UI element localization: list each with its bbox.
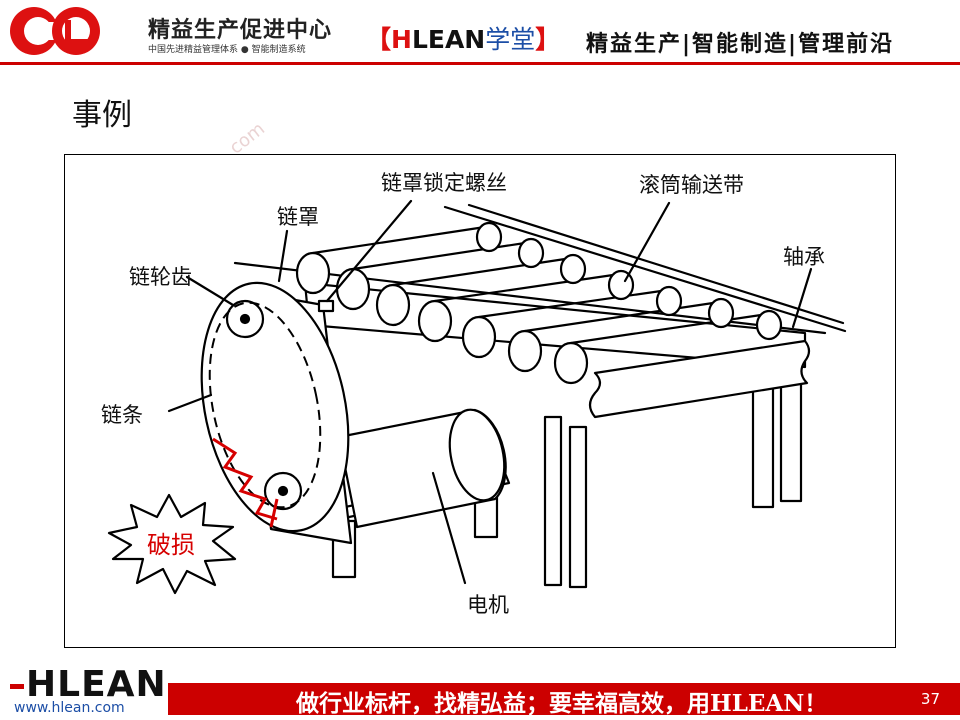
roller-top-line	[433, 273, 615, 303]
chain-loop	[208, 301, 322, 509]
roller-top-line	[523, 301, 715, 333]
academy-lean: LEAN	[411, 25, 486, 54]
table-leg	[779, 369, 803, 503]
academy-bracket-close: 】	[535, 25, 561, 54]
leader-bearing	[791, 267, 813, 329]
conveyor-diagram: 链罩锁定螺丝 滚筒输送带 链罩 轴承 链轮齿 链条 破损 电机	[64, 154, 896, 648]
conveyor-beam-front	[588, 339, 811, 419]
roller	[507, 329, 543, 373]
academy-title: 【HLEAN学堂】	[366, 20, 560, 56]
roller-end	[755, 309, 783, 341]
leader-chain-cover	[277, 229, 289, 283]
table-leg	[568, 425, 588, 589]
org-subtitle: 中国先进精益管理体系 ● 智能制造系统	[148, 45, 306, 55]
label-motor: 电机	[467, 593, 509, 617]
cover-bolt	[317, 299, 335, 313]
roller-end	[655, 285, 683, 317]
org-name: 精益生产促进中心	[148, 18, 333, 43]
hlean-logo-icon	[10, 7, 100, 55]
label-sprocket: 链轮齿	[129, 265, 192, 289]
label-chain: 链条	[101, 403, 143, 427]
table-leg	[751, 375, 775, 509]
header-divider	[0, 62, 960, 65]
leader-sprocket	[185, 275, 235, 307]
roller-end	[559, 253, 587, 285]
slide-title: 事例	[72, 98, 132, 133]
leader-bolt	[325, 199, 413, 303]
page-number: 37	[920, 690, 940, 708]
conveyor-rail	[443, 205, 847, 333]
footer-slogan: 做行业标杆，找精弘益；要幸福高效，用HLEAN！	[296, 690, 828, 717]
logo-dash-icon	[10, 683, 24, 689]
label-roller-conveyor: 滚筒输送带	[639, 173, 744, 197]
roller	[375, 283, 411, 327]
footer-logo-rest: LEAN	[57, 664, 167, 705]
roller-end	[475, 221, 503, 253]
roller	[335, 267, 371, 311]
roller-top-line	[351, 241, 527, 271]
leader-motor	[431, 471, 467, 585]
label-chain-cover-bolt: 链罩锁定螺丝	[381, 171, 507, 195]
label-chain-cover: 链罩	[277, 205, 319, 229]
header-tagline: 精益生产|智能制造|管理前沿	[586, 32, 895, 57]
roller-end	[517, 237, 545, 269]
footer-logo: HLEAN	[8, 664, 167, 705]
broken-chain	[212, 437, 278, 521]
watermark: com	[225, 118, 269, 159]
leader-chain	[167, 393, 213, 413]
roller-end	[707, 297, 735, 329]
academy-xuetang: 学堂	[485, 25, 536, 54]
roller	[295, 251, 331, 295]
sprocket-top-hub	[239, 313, 251, 325]
conveyor-illustration	[107, 199, 847, 595]
label-bearing: 轴承	[783, 245, 825, 269]
academy-bracket-open: 【	[366, 25, 392, 54]
roller	[417, 299, 453, 343]
motor-end	[448, 408, 506, 502]
academy-h: H	[391, 25, 412, 54]
roller-top-line	[477, 289, 663, 319]
broken-chain-tail	[269, 498, 279, 528]
label-damage: 破损	[147, 531, 195, 559]
damage-burst	[107, 493, 237, 595]
conveyor-rail	[467, 203, 845, 325]
chain-cover	[200, 281, 350, 533]
leader-conveyor	[623, 201, 671, 283]
roller	[461, 315, 497, 359]
header: 精益生产促进中心 中国先进精益管理体系 ● 智能制造系统 【HLEAN学堂】 精…	[0, 0, 960, 66]
roller-top-line	[311, 225, 487, 255]
footer-bar	[168, 683, 960, 715]
footer-url[interactable]: www.hlean.com	[14, 700, 125, 716]
sprocket-bottom-hub	[277, 485, 289, 497]
footer-logo-h: H	[26, 664, 58, 705]
roller	[553, 341, 589, 385]
table-leg	[543, 415, 563, 587]
